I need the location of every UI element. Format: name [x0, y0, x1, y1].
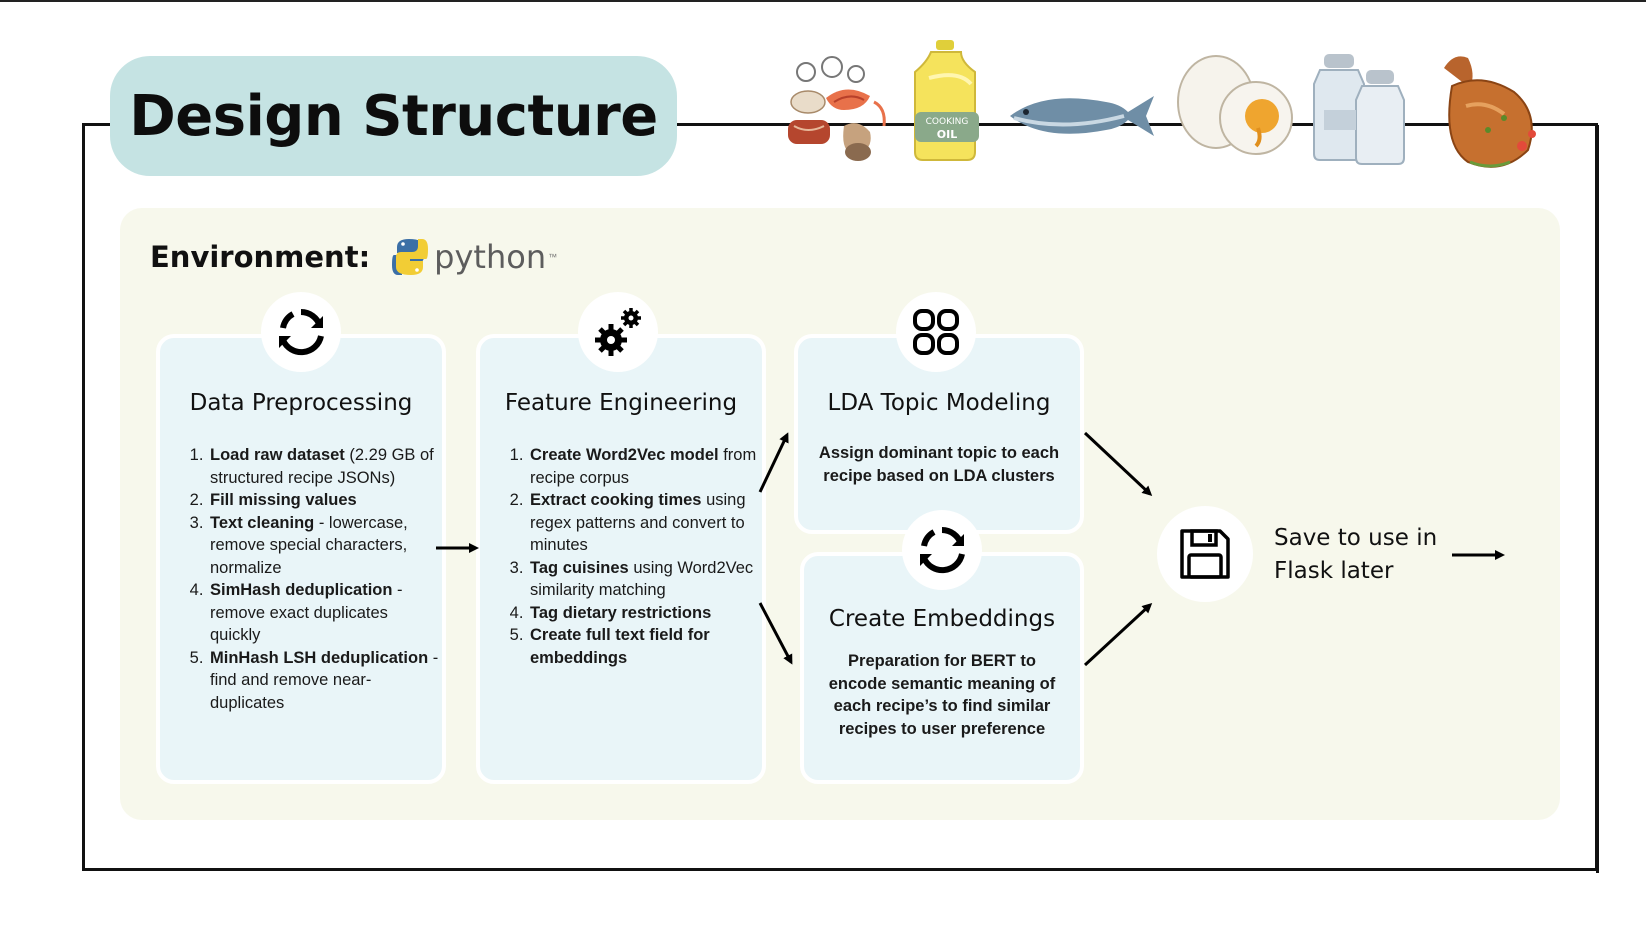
list-item: Create full text field for embeddings — [528, 624, 770, 669]
list-item: Tag cuisines using Word2Vec similarity m… — [528, 557, 770, 602]
arrow-feature-to-lda — [758, 432, 789, 493]
top-rule — [0, 0, 1646, 2]
roast-chicken-icon — [1444, 56, 1536, 168]
environment-label: Environment: — [150, 240, 371, 274]
title-pill: Design Structure — [110, 56, 677, 176]
card-title: Data Preprocessing — [189, 390, 413, 416]
fish-icon — [1010, 96, 1154, 136]
save-disk-icon — [1180, 529, 1230, 579]
list-item: MinHash LSH deduplication - find and rem… — [208, 647, 440, 715]
grid-icon — [913, 309, 959, 355]
save-icon-circle — [1157, 506, 1253, 602]
list-item: Fill missing values — [208, 489, 440, 512]
card-create-embeddings: Create Embeddings Preparation for BERT t… — [800, 552, 1084, 784]
python-trademark: ™ — [548, 252, 558, 262]
refresh-icon — [279, 309, 324, 356]
list-item: Tag dietary restrictions — [528, 602, 770, 625]
list-item: Create Word2Vec model from recipe corpus — [528, 444, 770, 489]
refresh-icon-circle — [261, 292, 341, 372]
cooking-oil-bottle-icon: COOKING OIL — [914, 40, 979, 161]
card-description: Assign dominant topic to each recipe bas… — [818, 444, 1060, 485]
gears-icon — [595, 308, 641, 356]
egg-icon — [1177, 55, 1293, 155]
list-item: Text cleaning - lowercase, remove specia… — [208, 512, 440, 580]
card-title: LDA Topic Modeling — [827, 390, 1051, 416]
save-label: Save to use in Flask later — [1274, 522, 1464, 588]
oil-label-2: OIL — [937, 128, 957, 141]
oil-label-1: COOKING — [926, 117, 969, 127]
arrow-embeddings-to-save — [1083, 602, 1153, 667]
list-item: Extract cooking times using regex patter… — [528, 489, 770, 557]
python-logo-icon — [392, 239, 429, 275]
list-item: Load raw dataset (2.29 GB of structured … — [208, 444, 440, 489]
python-logo-text: python — [434, 238, 547, 276]
refresh-icon-circle — [902, 510, 982, 590]
gears-icon-circle — [578, 292, 658, 372]
card-title: Feature Engineering — [504, 390, 738, 416]
save-label-line-2: Flask later — [1274, 558, 1394, 584]
frame-shadow — [1596, 125, 1599, 873]
list-item: SimHash deduplication - remove exact dup… — [208, 579, 440, 647]
page-title: Design Structure — [129, 83, 658, 149]
save-label-line-1: Save to use in — [1274, 525, 1438, 551]
grid-icon-circle — [896, 292, 976, 372]
step-list: Create Word2Vec model from recipe corpus… — [494, 444, 770, 669]
step-list: Load raw dataset (2.29 GB of structured … — [174, 444, 440, 714]
arrow-feature-to-embeddings — [758, 602, 793, 665]
card-description: Preparation for BERT to encode semantic … — [828, 652, 1056, 738]
refresh-icon — [920, 527, 965, 574]
card-title: Create Embeddings — [828, 606, 1056, 632]
seafood-icon — [788, 56, 886, 161]
arrow-lda-to-save — [1083, 431, 1153, 497]
card-feature-engineering: Feature Engineering Create Word2Vec mode… — [476, 334, 766, 784]
salt-shaker-icon — [1313, 54, 1405, 165]
